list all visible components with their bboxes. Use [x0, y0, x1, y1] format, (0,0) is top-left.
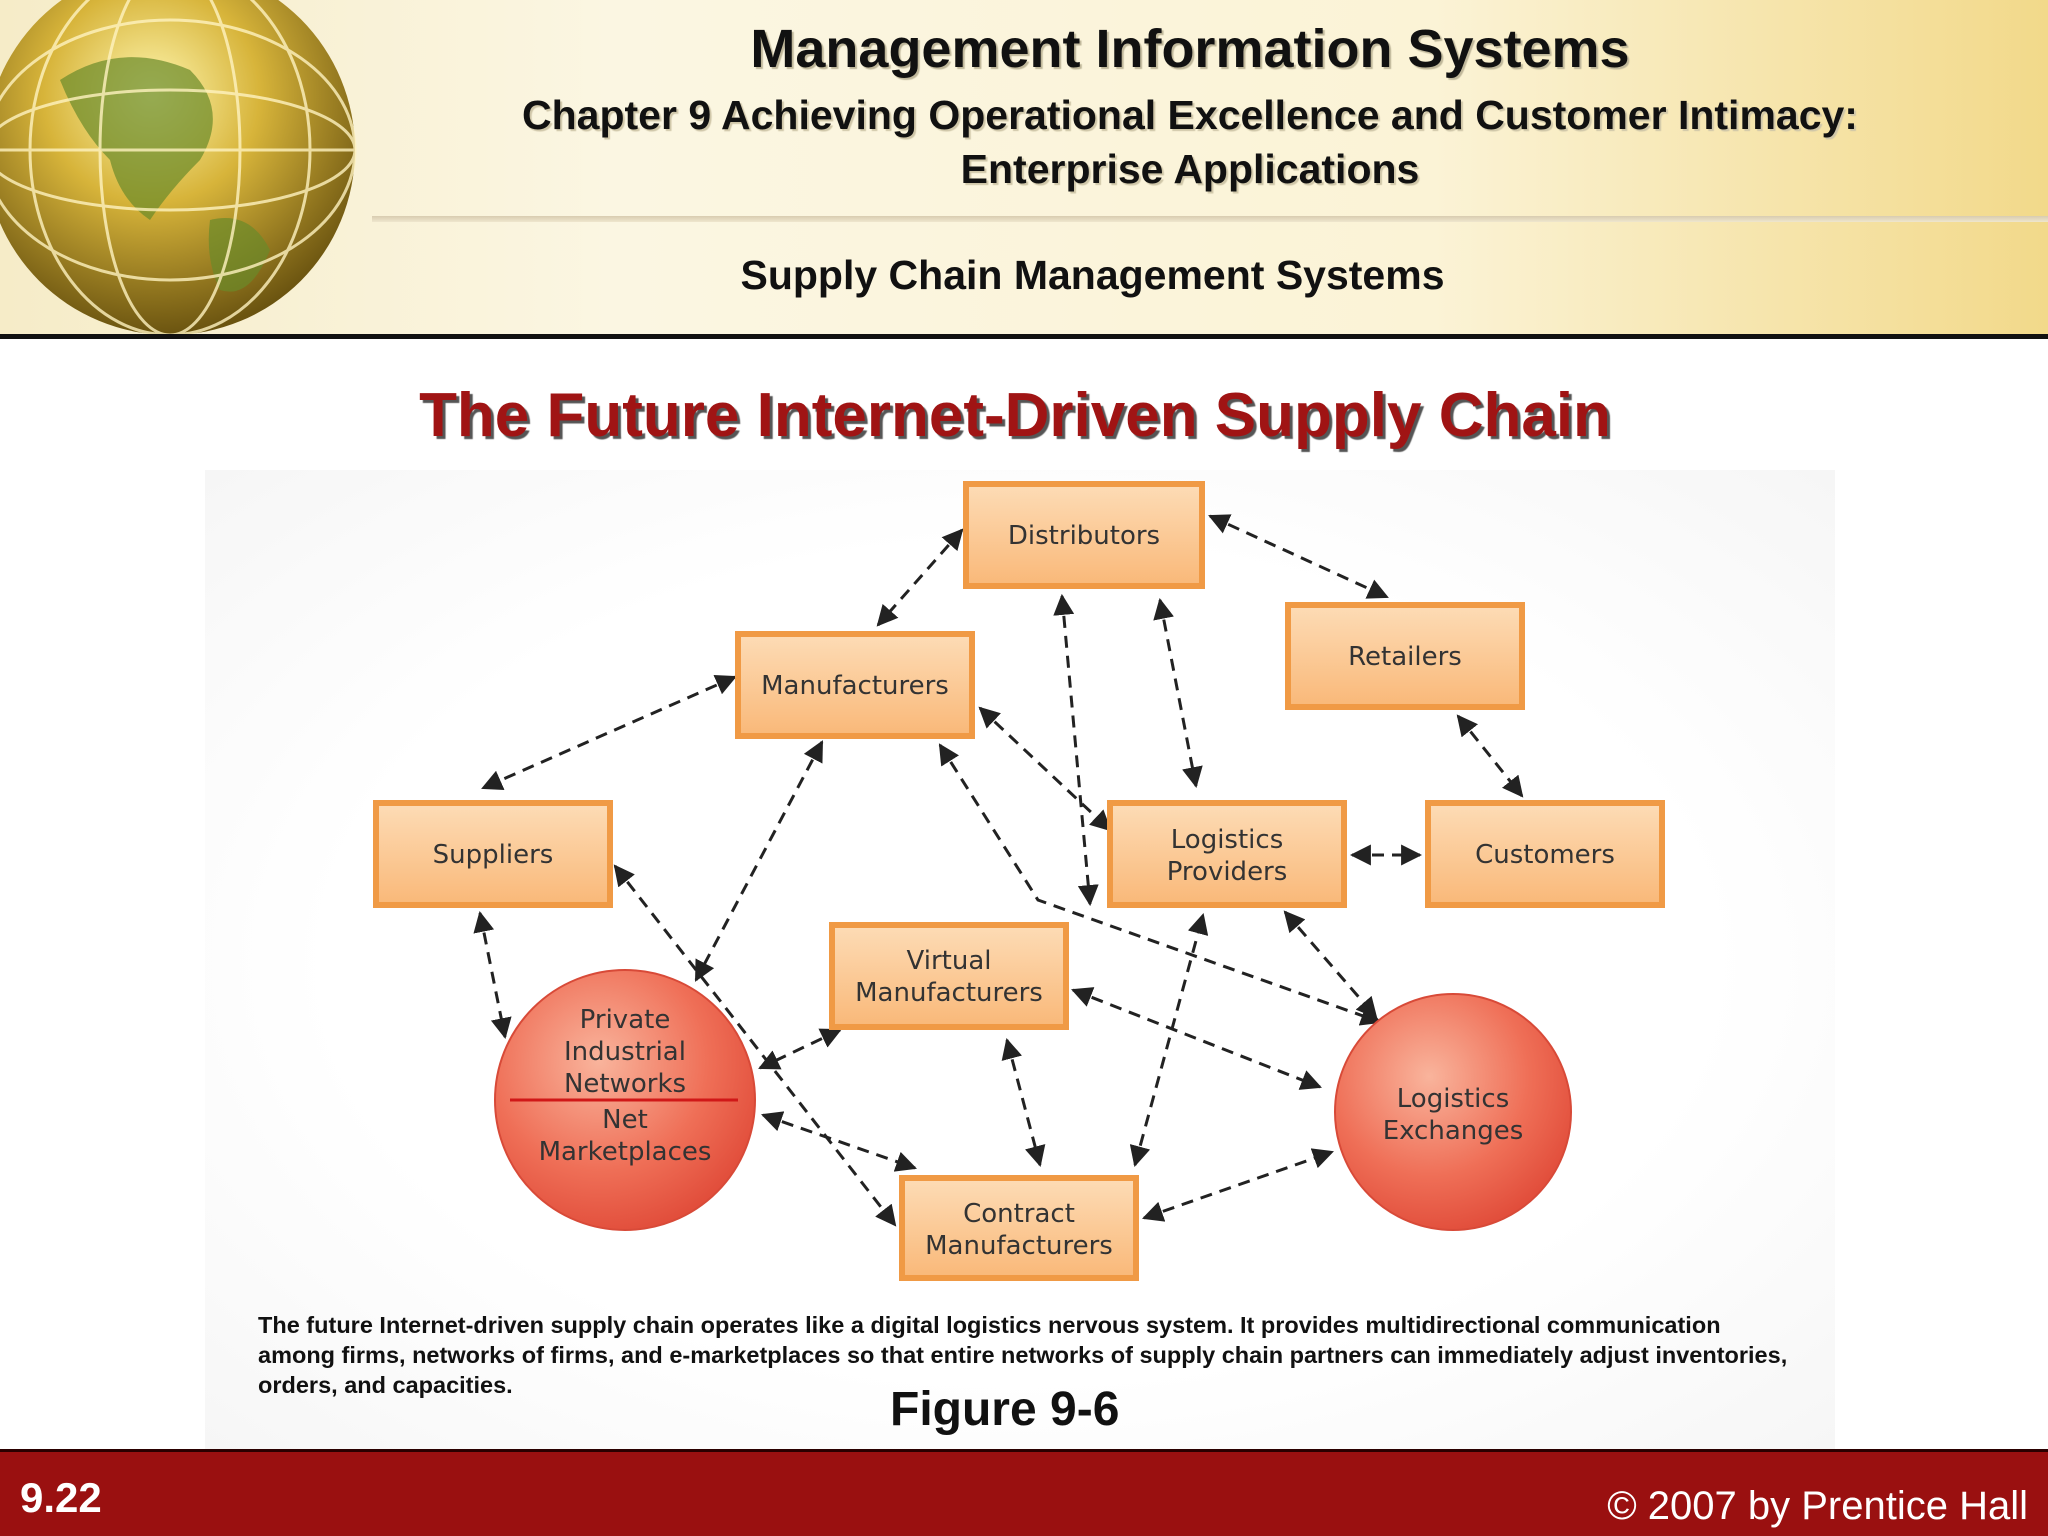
figure-label: Figure 9-6 — [890, 1383, 1120, 1436]
node-logistics-providers-label-2: Providers — [1167, 857, 1288, 887]
chapter-title-line1: Chapter 9 Achieving Operational Excellen… — [522, 92, 1858, 138]
slide-number: 9.22 — [20, 1474, 102, 1521]
node-private-networks-label-3: Networks — [564, 1069, 686, 1099]
arrow-distributors-logistics-exchanges — [1053, 593, 1099, 907]
course-title: Management Information Systems — [750, 19, 1630, 79]
arrow-virtual-logistics-exchanges — [1071, 987, 1322, 1090]
chapter-title-line2: Enterprise Applications — [960, 146, 1420, 192]
node-private-networks-net-marketplaces: Private Industrial Networks Net Marketpl… — [494, 969, 756, 1231]
node-private-networks-label-2: Industrial — [564, 1037, 686, 1067]
section-title: Supply Chain Management Systems — [740, 252, 1445, 298]
node-contract-manufacturers: Contract Manufacturers — [899, 1175, 1139, 1281]
node-logistics-providers: Logistics Providers — [1107, 800, 1347, 908]
arrow-suppliers-contract-manufacturers — [613, 864, 897, 1227]
node-manufacturers-label: Manufacturers — [761, 671, 949, 701]
node-virtual-manufacturers-label-1: Virtual — [907, 946, 992, 976]
arrow-private-networks-contract — [761, 1111, 917, 1172]
arrow-retailers-customers — [1456, 714, 1524, 798]
arrow-manufacturers-logistics-exchanges — [938, 743, 1382, 1026]
node-virtual-manufacturers-label-2: Manufacturers — [855, 978, 1043, 1008]
arrow-distributors-logistics-providers — [1153, 597, 1203, 789]
node-customers-label: Customers — [1475, 840, 1615, 870]
arrow-distributors-manufacturers — [876, 528, 964, 627]
arrow-contract-logistics-exchanges — [1142, 1148, 1334, 1222]
node-suppliers: Suppliers — [373, 800, 613, 908]
node-manufacturers: Manufacturers — [735, 631, 975, 739]
node-customers: Customers — [1425, 800, 1665, 908]
figure-caption: The future Internet-driven supply chain … — [258, 1312, 1788, 1398]
node-contract-manufacturers-label-2: Manufacturers — [925, 1231, 1113, 1261]
node-suppliers-label: Suppliers — [433, 840, 554, 870]
node-logistics-exchanges-label-2: Exchanges — [1383, 1116, 1524, 1146]
node-net-marketplaces-label-1: Net — [602, 1105, 648, 1135]
node-contract-manufacturers-label-1: Contract — [963, 1199, 1075, 1229]
copyright: © 2007 by Prentice Hall — [1607, 1484, 2028, 1528]
arrow-distributors-retailers — [1208, 514, 1389, 599]
node-retailers-label: Retailers — [1348, 642, 1462, 672]
arrow-manufacturers-logistics-providers — [978, 706, 1112, 832]
globe-icon — [0, 0, 357, 337]
node-logistics-exchanges: Logistics Exchanges — [1334, 993, 1572, 1231]
arrow-contract-logistics-providers — [1129, 912, 1209, 1168]
chapter-title: Chapter 9 Achieving Operational Excellen… — [420, 88, 1960, 196]
slide-footer: 9.22 © 2007 by Prentice Hall — [0, 1449, 2048, 1536]
node-private-networks-label-1: Private — [580, 1005, 671, 1035]
arrow-manufacturers-private-networks — [694, 740, 824, 982]
node-distributors-label: Distributors — [1008, 521, 1160, 551]
arrow-manufacturers-suppliers — [481, 675, 737, 790]
arrow-logistics-providers-exchanges — [1283, 910, 1378, 1019]
node-distributors: Distributors — [963, 481, 1205, 589]
slide-title: The Future Internet-Driven Supply Chain — [419, 381, 1611, 450]
header-divider — [372, 216, 2048, 222]
node-retailers: Retailers — [1285, 602, 1525, 710]
arrow-suppliers-private-networks — [473, 910, 512, 1040]
node-logistics-exchanges-label-1: Logistics — [1397, 1084, 1509, 1114]
arrow-virtual-private-networks — [758, 1028, 842, 1070]
header-rule — [0, 334, 2048, 339]
node-logistics-providers-label-1: Logistics — [1171, 825, 1283, 855]
node-net-marketplaces-label-2: Marketplaces — [539, 1137, 712, 1167]
node-virtual-manufacturers: Virtual Manufacturers — [829, 922, 1069, 1030]
arrow-virtual-contract-manufacturers — [1001, 1037, 1046, 1168]
